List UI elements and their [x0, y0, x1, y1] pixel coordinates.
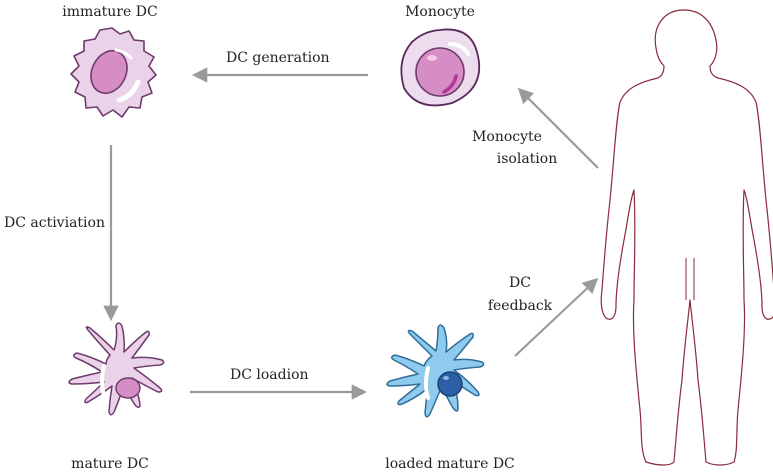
body-inner-leg-line	[685, 258, 695, 300]
immature-dc-cell	[70, 27, 157, 118]
label-immature-dc: immature DC	[62, 4, 158, 20]
label-monocyte-isolation-2: isolation	[496, 151, 558, 167]
label-monocyte: Monocyte	[405, 4, 475, 20]
label-dc-activation: DC activiation	[4, 215, 105, 231]
label-dc-generation: DC generation	[226, 50, 330, 66]
label-dc-feedback-1: DC	[509, 275, 531, 291]
mature-dc-cell	[68, 322, 165, 416]
label-monocyte-isolation-1: Monocyte	[472, 129, 542, 145]
loaded-mature-dc-cell	[386, 324, 485, 418]
arrow-monocyte-isolation	[517, 87, 599, 169]
label-mature-dc: mature DC	[71, 456, 149, 472]
arrow-dc-feedback	[514, 277, 599, 357]
label-loaded-mature-dc: loaded mature DC	[385, 456, 515, 472]
human-body-outline	[600, 9, 773, 466]
label-dc-loading: DC loadion	[230, 367, 309, 383]
monocyte-cell	[400, 28, 481, 107]
label-dc-feedback-2: feedback	[487, 298, 553, 314]
